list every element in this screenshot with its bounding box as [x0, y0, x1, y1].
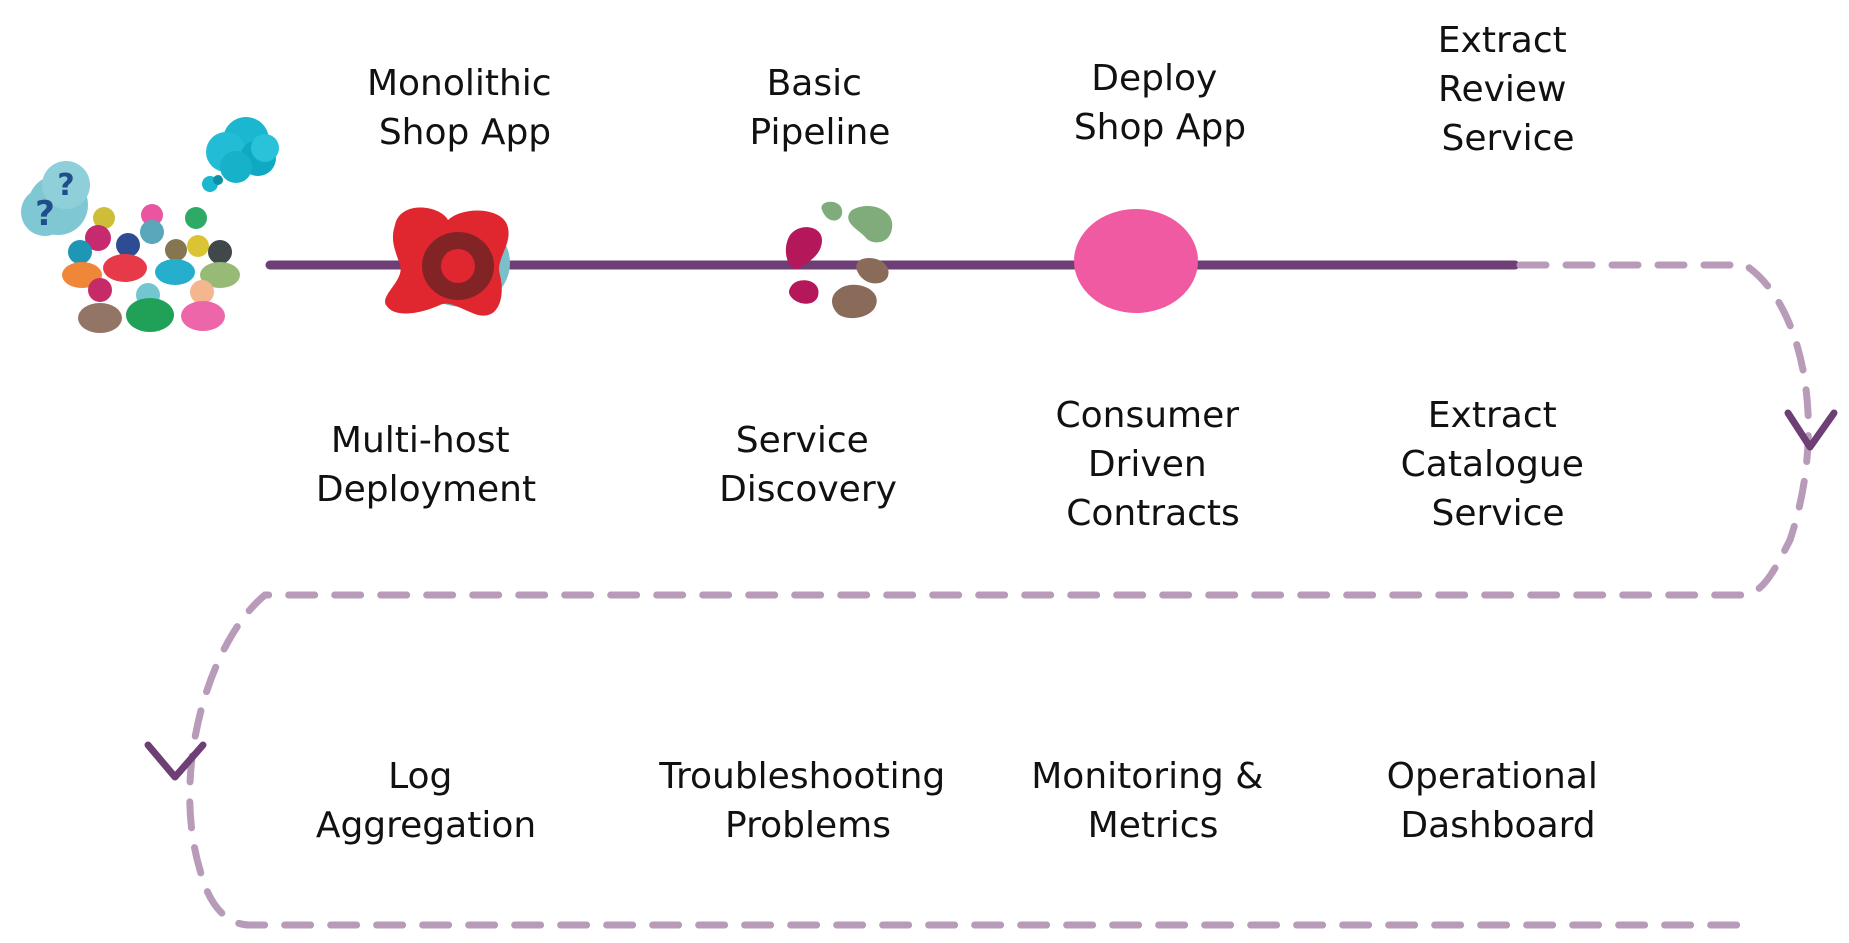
step-log-aggregation: Log Aggregation: [316, 756, 536, 846]
chevron-down-icon: [144, 741, 207, 781]
step-multi-host-deployment: Multi-host Deployment: [316, 420, 536, 510]
step-basic-pipeline: Basic Pipeline: [750, 63, 891, 153]
step-operational-dashboard: Operational Dashboard: [1387, 756, 1610, 846]
chevron-down-icon: [1784, 409, 1838, 451]
question-bubble: ? ?: [21, 161, 90, 236]
pipeline-cycle-icon: [785, 201, 893, 319]
dashed-route: [186, 261, 1812, 929]
step-extract-catalogue-service: Extract Catalogue Service: [1401, 395, 1596, 534]
step-extract-review-service: Extract Review Service: [1438, 20, 1578, 159]
step-troubleshooting-problems: Troubleshooting Problems: [658, 756, 956, 846]
deploy-circle-icon: [1074, 209, 1198, 313]
labels: Monolithic Shop App Basic Pipeline Deplo…: [316, 20, 1610, 846]
step-consumer-driven-contracts: Consumer Driven Contracts: [1055, 395, 1250, 534]
step-monitoring-metrics: Monitoring & Metrics: [1031, 756, 1274, 846]
step-monolithic-shop-app: Monolithic Shop App: [367, 63, 563, 153]
people-group: [62, 204, 240, 333]
monolith-blob-icon: [385, 207, 510, 316]
question-mark: ?: [35, 194, 55, 234]
thought-bubble: [202, 117, 279, 192]
people-cluster-icon: ? ?: [21, 117, 279, 333]
step-deploy-shop-app: Deploy Shop App: [1074, 58, 1246, 148]
question-mark: ?: [57, 168, 74, 203]
step-service-discovery: Service Discovery: [719, 420, 897, 510]
